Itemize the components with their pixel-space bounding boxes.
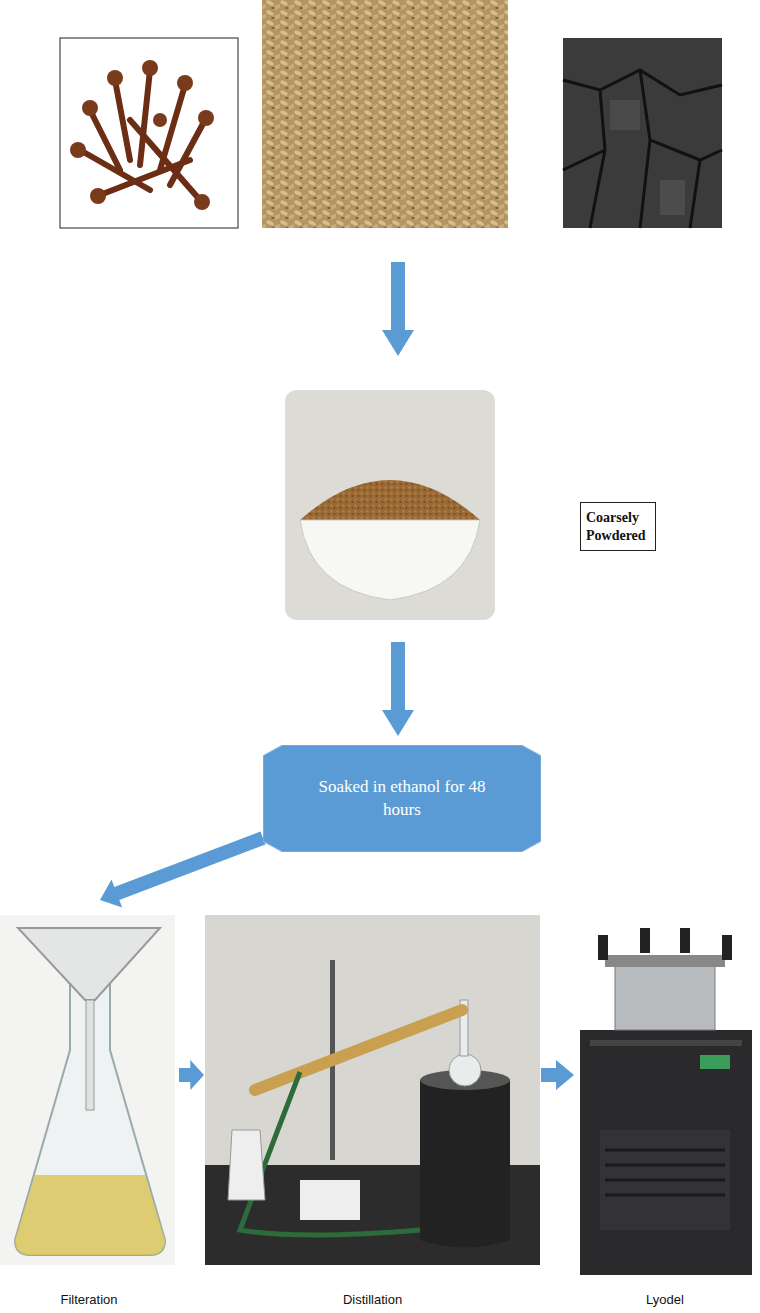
filtration-photo [0, 915, 175, 1265]
flow-arrow [382, 262, 414, 356]
seeds-photo [262, 0, 508, 228]
cloves-photo [70, 60, 214, 210]
bark-photo [563, 38, 722, 228]
distillation-photo [205, 915, 540, 1265]
lyophilizer-photo [605, 1194, 725, 1197]
distillation-photo [205, 915, 540, 1265]
cloves-photo [60, 38, 238, 228]
lyophilizer-photo [615, 965, 715, 1030]
flow-arrow [382, 330, 414, 356]
flow-arrow [541, 1060, 574, 1090]
distillation-photo [255, 1010, 462, 1090]
lyophilizer-photo [580, 1030, 752, 1275]
bark-photo [660, 180, 685, 215]
cloves-photo [107, 70, 123, 86]
flow-arrow [391, 642, 405, 712]
lyophilizer-photo [605, 1179, 725, 1182]
distillation-photo [420, 1080, 510, 1248]
lyophilizer-photo [598, 935, 608, 960]
cloves-photo [70, 142, 86, 158]
cloves-photo [130, 120, 200, 200]
step-caption: Filteration [57, 1292, 120, 1307]
process-shape [263, 745, 541, 852]
label-box: Coarsely Powdered [580, 502, 656, 551]
process-shape [263, 745, 541, 852]
photo-step: Lyodel [575, 910, 755, 1310]
node-text: Soaked in ethanol for 48 hours [263, 776, 541, 822]
flow-arrow [391, 262, 405, 332]
step-caption: Distillation [340, 1292, 405, 1307]
flow-arrow [100, 832, 266, 908]
lyophilizer-photo [605, 1150, 725, 1195]
bark-photo [563, 70, 722, 228]
flow-arrow [382, 642, 414, 736]
filtration-photo [18, 928, 160, 1000]
lyophilizer-photo [590, 1040, 742, 1046]
lyophilizer-photo [605, 955, 725, 967]
filtration-photo [0, 915, 175, 1265]
distillation-photo [300, 1180, 360, 1220]
filtration-photo [15, 980, 165, 1255]
bark-photo [563, 38, 722, 228]
lyophilizer-photo [580, 928, 752, 1275]
distillation-photo [228, 1130, 265, 1200]
lyophilizer-photo [605, 1164, 725, 1167]
lyophilizer-photo [640, 928, 650, 953]
photo-step: Distillation [205, 910, 540, 1310]
lyophilizer-photo [680, 928, 690, 953]
flow-arrow [179, 1060, 204, 1090]
lyophilizer-photo [605, 1149, 725, 1152]
lyophilizer-photo [700, 1055, 730, 1069]
cloves-photo [82, 100, 98, 116]
process-box: Soaked in ethanol for 48 hours [263, 745, 541, 852]
distillation-photo [240, 1072, 420, 1235]
cloves-photo [194, 194, 210, 210]
powder-photo [300, 520, 480, 600]
distillation-photo [449, 1054, 481, 1086]
bark-photo [610, 100, 640, 130]
lyophilizer-photo [600, 1130, 730, 1230]
cloves-photo [80, 150, 150, 190]
cloves-photo [198, 110, 214, 126]
node-text: Coarsely Powdered [586, 509, 650, 544]
cloves-photo [90, 188, 106, 204]
cloves-photo [142, 60, 158, 76]
filtration-photo [86, 1000, 94, 1110]
step-caption: Lyodel [643, 1292, 687, 1307]
cloves-photo [140, 70, 150, 165]
lyophilizer-photo [598, 928, 732, 960]
seeds-photo [262, 0, 508, 228]
powder-photo [300, 480, 480, 520]
flow-arrow [382, 710, 414, 736]
photo-step: Filteration [0, 900, 178, 1310]
cloves-photo [177, 75, 193, 91]
powder-photo [285, 390, 495, 620]
cloves-photo [60, 38, 238, 228]
powder-photo [285, 390, 495, 620]
filtration-photo [15, 1175, 165, 1255]
cloves-photo [80, 70, 205, 200]
lyophilizer-photo [722, 935, 732, 960]
cloves-photo [153, 113, 167, 127]
